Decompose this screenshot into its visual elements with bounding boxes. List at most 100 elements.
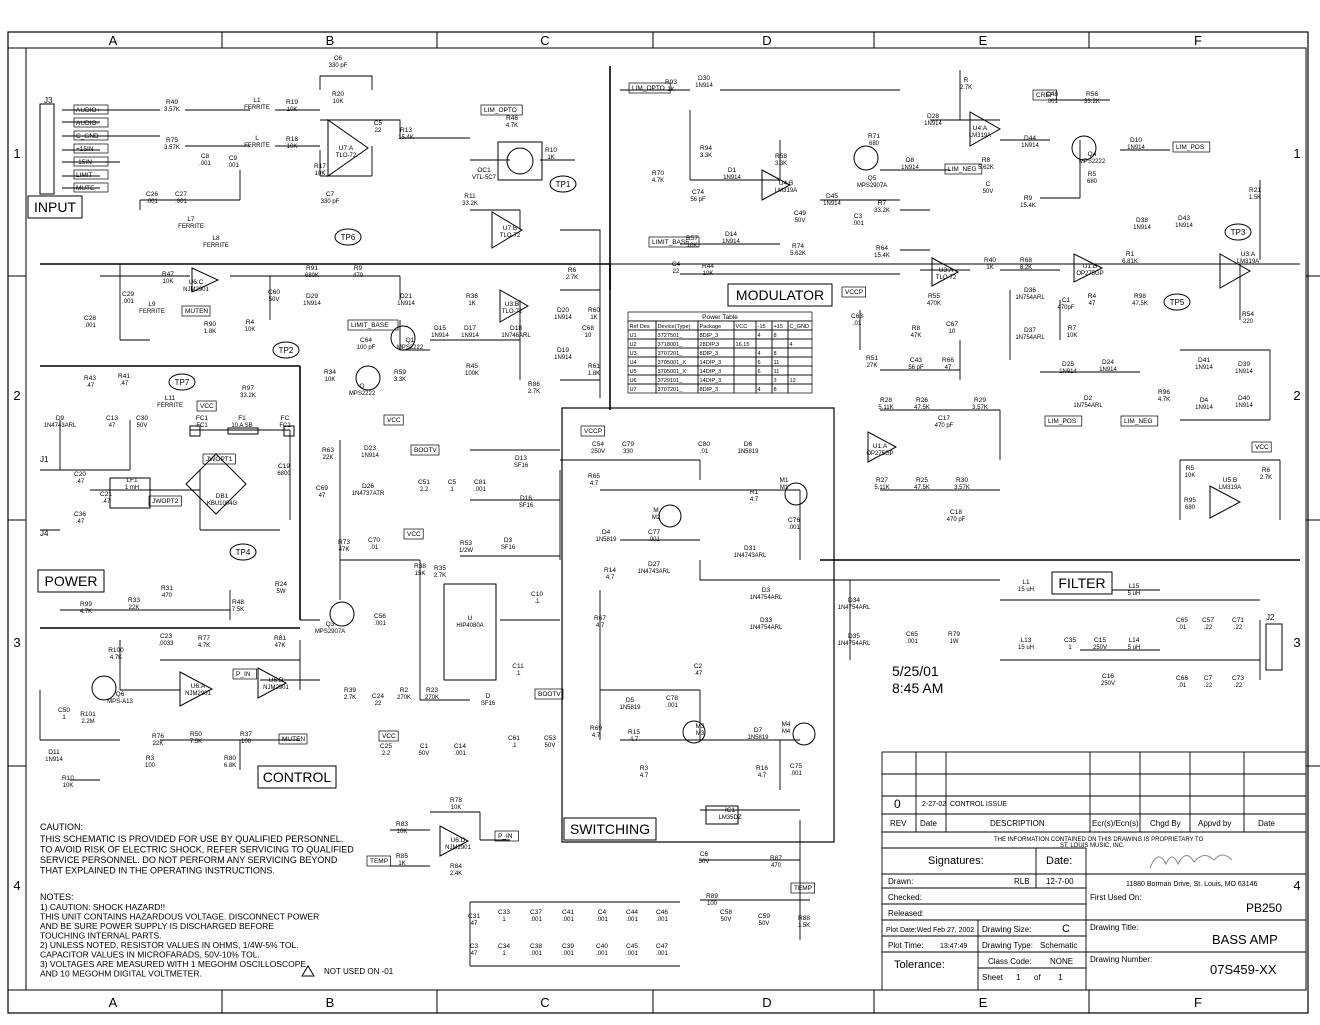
component-value: FERRITE bbox=[178, 224, 204, 230]
component-value: TLO-72 bbox=[500, 233, 521, 239]
component-value: .001 bbox=[84, 323, 96, 329]
component-ref: R35 bbox=[434, 565, 446, 572]
component-ref: D18 bbox=[510, 325, 522, 332]
component-value: .001 bbox=[656, 951, 668, 957]
component-value: 50V bbox=[699, 859, 710, 865]
component-value: 1N914 bbox=[554, 315, 572, 321]
component-value: 8.2K bbox=[1020, 265, 1032, 271]
section-input: INPUT bbox=[34, 199, 76, 215]
net-flag bbox=[148, 495, 182, 507]
test-point-labels: TP1 TP2 TP3 TP4 TP5 TP6 TP7 bbox=[175, 180, 1246, 557]
component-ref: R13 bbox=[400, 127, 412, 134]
component-ref: R74 bbox=[792, 243, 804, 250]
component-ref: D4 bbox=[1200, 397, 1209, 404]
power-table-value: 3705001_X bbox=[658, 369, 687, 375]
component-value: 1N4754ARL bbox=[838, 605, 871, 611]
caution-line: THIS SCHEMATIC IS PROVIDED FOR USE BY QU… bbox=[40, 834, 343, 844]
component-value: 15 uH bbox=[1018, 645, 1034, 651]
header-date2: Date bbox=[1258, 819, 1275, 828]
time-stamp: 8:45 AM bbox=[892, 680, 943, 696]
power-table-value: 6 bbox=[758, 369, 761, 375]
component-ref: D36 bbox=[1024, 287, 1036, 294]
component-value: 6800 bbox=[277, 471, 291, 477]
component-value: 47.5K bbox=[1132, 301, 1148, 307]
signatures-label: Signatures: bbox=[928, 855, 984, 867]
component-value: 100K bbox=[465, 371, 479, 377]
net-flag bbox=[383, 414, 404, 426]
component-value: 1N914 bbox=[361, 453, 379, 459]
j3-pin-box bbox=[73, 104, 109, 115]
component-ref: D35 bbox=[848, 633, 860, 640]
component-value: .001 bbox=[454, 751, 466, 757]
component-value: 1N914 bbox=[901, 165, 919, 171]
power-table-value: 3718001_ bbox=[658, 342, 684, 348]
component-ref: Q1 bbox=[406, 337, 415, 344]
caution-line: THAT EXPLAINED IN THE OPERATING INSTRUCT… bbox=[40, 866, 275, 876]
component-ref: C7 bbox=[326, 191, 335, 198]
component-ref: R64 bbox=[876, 245, 888, 252]
component-ref: R57 bbox=[686, 235, 698, 242]
component-ref: R50 bbox=[190, 731, 202, 738]
component-value: 22K bbox=[129, 605, 140, 611]
net-label: VCC bbox=[387, 417, 401, 424]
component-value: 50V bbox=[721, 917, 732, 923]
component-ref: D34 bbox=[848, 597, 860, 604]
component-ref: C4 bbox=[598, 909, 607, 916]
component-ref: D3 bbox=[762, 587, 771, 594]
net-label: VCC bbox=[200, 403, 214, 410]
power-table-header: +15 bbox=[774, 324, 784, 330]
component-ref: C80 bbox=[698, 441, 710, 448]
note-line: 2) UNLESS NOTED, RESISTOR VALUES IN OHMS… bbox=[40, 940, 299, 950]
component-ref: R79 bbox=[948, 631, 960, 638]
caution-line: SERVICE PERSONNEL. DO NOT PERFORM ANY SE… bbox=[40, 855, 338, 865]
component-ref: R43 bbox=[84, 375, 96, 382]
component-ref: U6:B bbox=[269, 677, 283, 684]
header-ecr: Ecr(s)/Ecn(s) bbox=[1092, 819, 1139, 828]
component-value: .001 bbox=[227, 163, 239, 169]
component-value: 4.7K bbox=[506, 123, 518, 129]
grid-row-left-2: 2 bbox=[13, 388, 20, 403]
component-value: 470 pF bbox=[947, 517, 966, 523]
component-value: 4.7 bbox=[592, 733, 601, 739]
component-value: .22 bbox=[1204, 683, 1213, 689]
component-value: 10K bbox=[163, 279, 174, 285]
power-table-header: -15 bbox=[758, 324, 766, 330]
component-value: 3.3K bbox=[700, 153, 712, 159]
component-ref: R47 bbox=[162, 271, 174, 278]
component-value: 10K bbox=[63, 783, 74, 789]
power-table-value: 3707201_ bbox=[658, 387, 684, 393]
component-ref: R7 bbox=[1068, 325, 1077, 332]
component-ref: R3 bbox=[146, 755, 155, 762]
component-value: .47 bbox=[120, 381, 129, 387]
net-flag bbox=[494, 830, 519, 842]
power-table-header: C_GND bbox=[790, 324, 810, 330]
component-ref: R18 bbox=[286, 136, 298, 143]
component-ref: D16 bbox=[520, 495, 532, 502]
component-value: .01 bbox=[370, 545, 379, 551]
component-ref: C25 bbox=[380, 743, 392, 750]
net-flag bbox=[378, 730, 399, 742]
drawing-number-value: 07S459-XX bbox=[1210, 962, 1277, 977]
component-ref: R63 bbox=[322, 447, 334, 454]
component-value: .001 bbox=[626, 917, 638, 923]
component-value: 5.11K bbox=[874, 485, 889, 491]
component-value: 4.7 bbox=[590, 481, 599, 487]
component-ref: Q3 bbox=[326, 621, 335, 628]
component-value: FERRITE bbox=[244, 105, 270, 111]
component-ref: R45 bbox=[466, 363, 478, 370]
component-value: 1.8K bbox=[588, 371, 600, 377]
component-ref: C70 bbox=[368, 537, 380, 544]
component-ref: C29 bbox=[122, 291, 134, 298]
component-ref: R34 bbox=[324, 369, 336, 376]
company-address: 11880 Borman Drive, St. Louis, MO 63146 bbox=[1126, 881, 1257, 888]
component-ref: R33 bbox=[128, 597, 140, 604]
notes-block: CAUTION: THIS SCHEMATIC IS PROVIDED FOR … bbox=[40, 822, 394, 979]
net-flag bbox=[480, 104, 523, 116]
component-value: MPS2222 bbox=[1079, 159, 1106, 165]
net-flag bbox=[278, 733, 308, 745]
net-flag bbox=[1032, 89, 1057, 101]
component-ref: C34 bbox=[498, 943, 510, 950]
component-value: 10K bbox=[287, 144, 298, 150]
component-value: 27K bbox=[867, 363, 878, 369]
